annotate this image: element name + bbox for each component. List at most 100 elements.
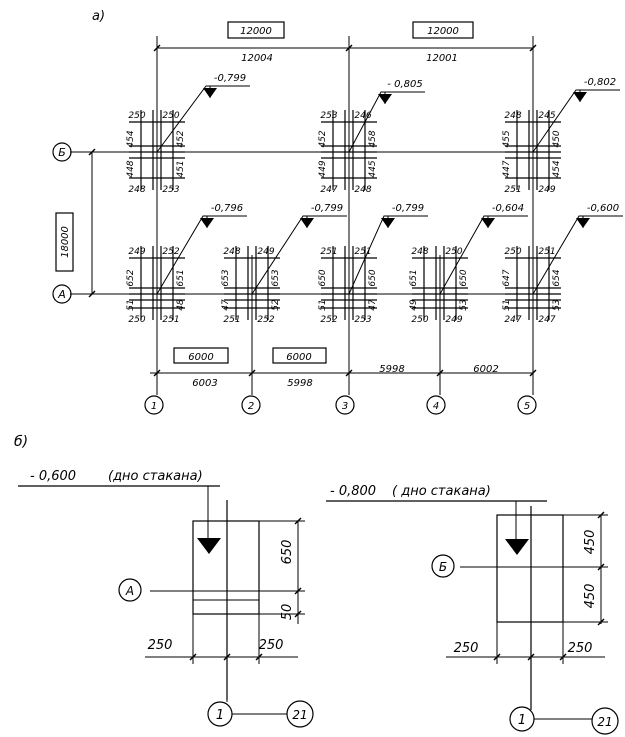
dim-text: 445 <box>368 160 378 177</box>
svg-text:1: 1 <box>518 713 526 728</box>
detail-axis-b: - 0,800 ( дно стакана) Б 450 450 250 250… <box>326 484 619 735</box>
dim-text: 249 <box>445 315 462 325</box>
svg-text:3: 3 <box>342 401 348 412</box>
dim-text: 249 <box>257 247 274 257</box>
axis-number-bubbles: 1 2 3 4 5 <box>144 395 537 415</box>
design-dim-box <box>412 21 474 39</box>
dim-text: 247 <box>504 315 521 325</box>
dim-text: 448 <box>126 160 136 177</box>
dim-text: 449 <box>318 160 328 177</box>
dim-text: 253 <box>162 185 179 195</box>
elevation-label: - 0,800 <box>330 484 376 499</box>
left-dimension: 18000 <box>55 148 96 298</box>
elevation-marker <box>481 218 495 228</box>
dim-text: 250 <box>504 247 521 257</box>
dim-text: 52 <box>271 299 281 311</box>
detail-axis-a: - 0,600 (дно стакана) А 650 50 250 250 <box>18 469 314 728</box>
dim-text: 250 <box>454 641 479 656</box>
elevation-label: -0,799 <box>392 203 424 214</box>
design-dim-text: 6000 <box>286 352 311 363</box>
design-dim-text: 6000 <box>188 352 213 363</box>
dim-text: 50 <box>280 604 295 621</box>
elevation-note: ( дно стакана) <box>392 484 491 499</box>
dim-text: 249 <box>128 247 145 257</box>
dim-text: 251 <box>504 185 521 195</box>
dim-text: 246 <box>354 111 371 121</box>
dim-text: 248 <box>504 111 521 121</box>
svg-text:21: 21 <box>292 708 307 722</box>
dim-text: 248 <box>223 247 240 257</box>
dim-text: 49 <box>409 299 419 311</box>
elevation-label: -0,796 <box>211 203 243 214</box>
dim-text: 251 <box>354 247 371 257</box>
axis-bubble-b: Б <box>52 142 72 162</box>
axis-bubble-a: А <box>52 284 72 304</box>
elevation-marker <box>576 218 590 228</box>
dim-text: 650 <box>280 540 295 565</box>
dim-text: 647 <box>502 269 512 286</box>
dim-text: 250 <box>128 315 145 325</box>
dim-text: 653 <box>271 269 281 286</box>
dim-text: 247 <box>320 185 337 195</box>
dim-text: 250 <box>128 111 145 121</box>
svg-text:Б: Б <box>439 560 447 574</box>
actual-dim-text: 12001 <box>426 53 458 64</box>
top-dimension-chain: 12000 12000 12004 12001 <box>153 21 537 64</box>
elevation-label: -0,604 <box>492 203 524 214</box>
dim-text: 248 <box>411 247 428 257</box>
dim-text: 245 <box>538 111 555 121</box>
actual-dim-text: 5998 <box>379 364 404 375</box>
dim-text: 48 <box>176 299 186 311</box>
actual-dim-text: 6003 <box>192 378 217 389</box>
svg-text:4: 4 <box>433 401 439 412</box>
axis-bubble-21 <box>286 700 314 728</box>
dim-text: 458 <box>368 130 378 147</box>
actual-dim-text: 12004 <box>241 53 273 64</box>
dim-text: 447 <box>502 160 512 177</box>
dim-text: 251 <box>320 247 337 257</box>
dim-text: 454 <box>126 130 136 147</box>
dim-text: 51 <box>318 299 328 310</box>
dim-text: 53 <box>552 299 562 311</box>
axis-grid <box>70 40 560 395</box>
dim-text: 251 <box>162 315 179 325</box>
actual-dim-text: 6002 <box>473 364 498 375</box>
dim-text: 250 <box>445 247 462 257</box>
design-dim-box <box>55 212 74 272</box>
dim-text: 253 <box>354 315 371 325</box>
design-dim-box <box>173 347 229 364</box>
part-b-label: б) <box>14 434 28 450</box>
elevation-label: -0,799 <box>214 73 246 84</box>
dim-text: 651 <box>176 269 186 286</box>
dim-text: 47 <box>221 299 231 311</box>
elevation-label: -0,600 <box>587 203 619 214</box>
dim-text: 250 <box>162 111 179 121</box>
elevation-label: -0,799 <box>311 203 343 214</box>
design-dim-box <box>272 347 327 364</box>
elevation-marker <box>378 94 392 104</box>
dim-text: 450 <box>552 130 562 147</box>
axis-bubble-b <box>431 554 455 578</box>
dim-text: 252 <box>320 315 337 325</box>
design-dim-text: 18000 <box>60 226 71 258</box>
elevation-label: - 0,805 <box>387 79 422 90</box>
dim-text: 250 <box>568 641 593 656</box>
dim-text: 650 <box>368 269 378 286</box>
elevation-marker <box>573 92 587 102</box>
dim-text: 650 <box>459 269 469 286</box>
elevation-label: - 0,600 <box>30 469 76 484</box>
svg-text:Б: Б <box>58 146 66 159</box>
part-a-label: a) <box>92 9 105 24</box>
elevation-marker <box>203 88 217 98</box>
dim-text: 249 <box>538 185 555 195</box>
dim-text: 248 <box>354 185 371 195</box>
